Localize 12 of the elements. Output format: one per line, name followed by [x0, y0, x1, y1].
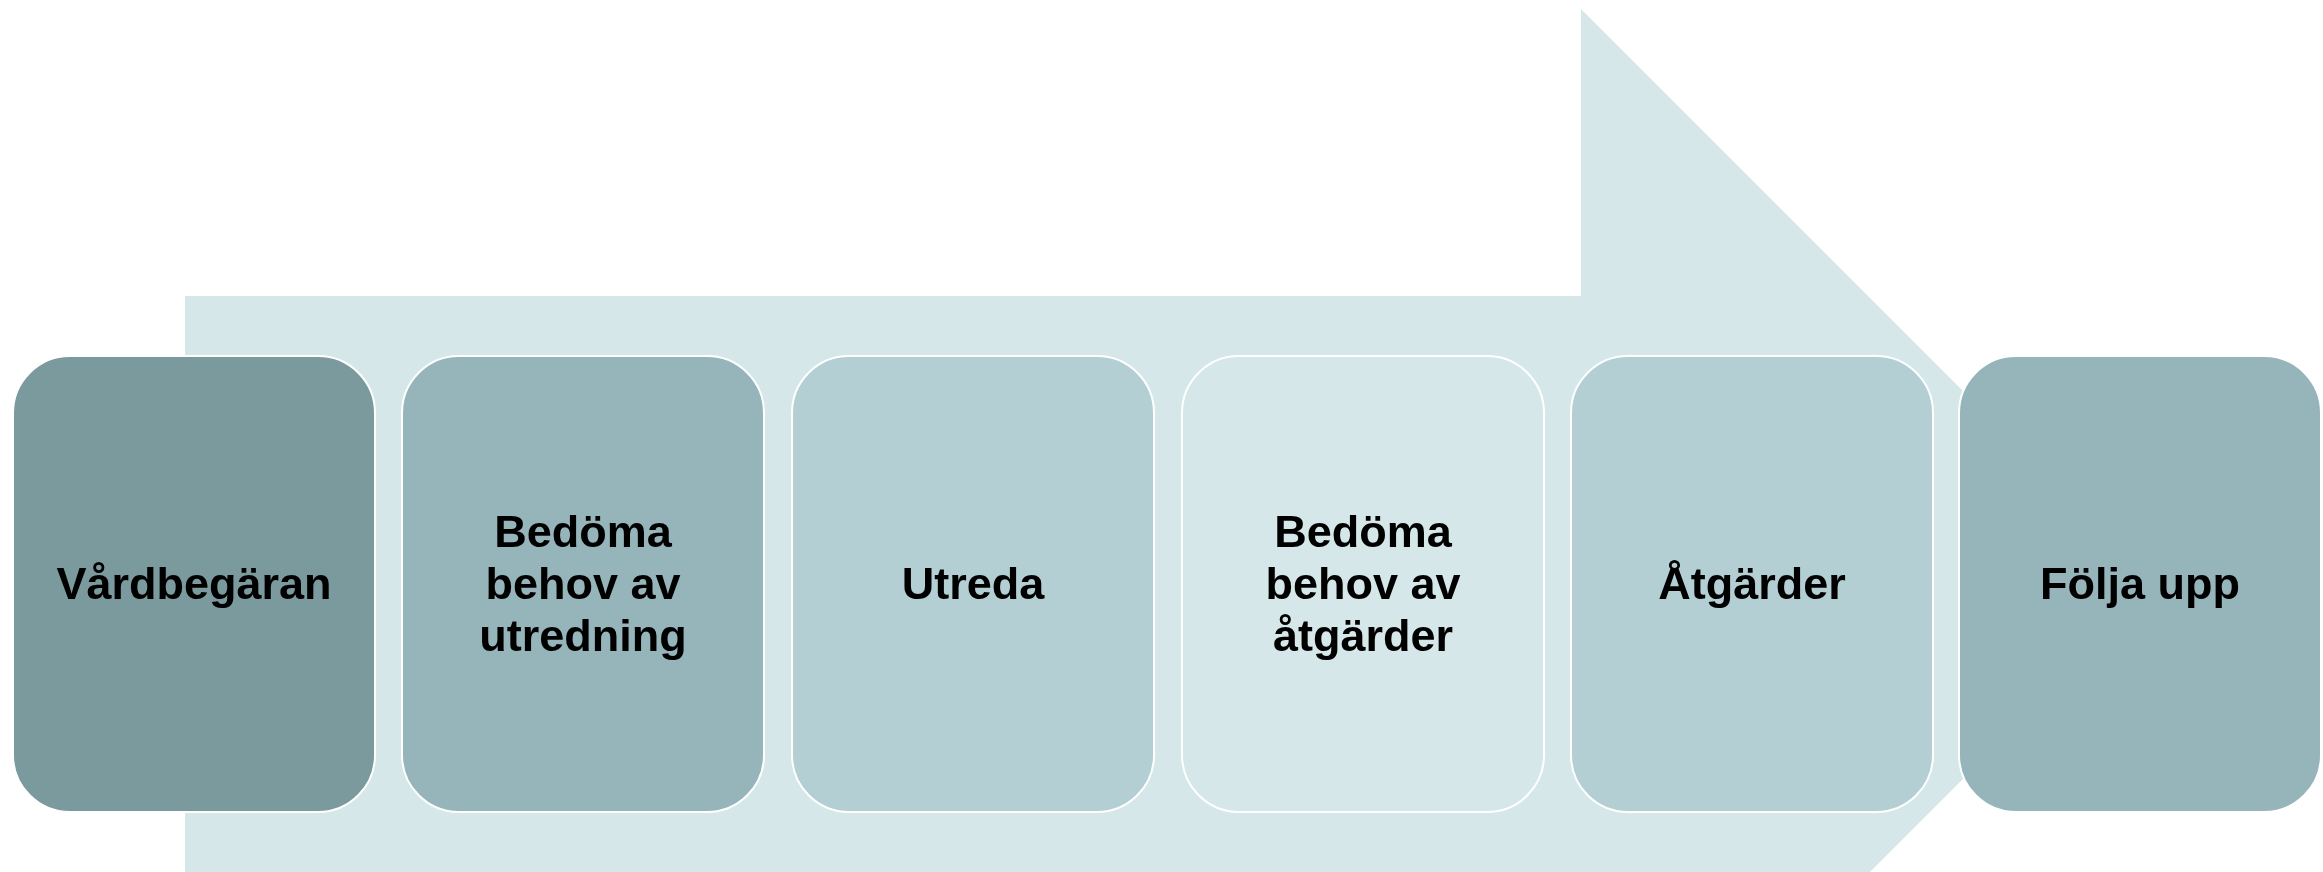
- step-label: Följa upp: [2040, 558, 2240, 610]
- process-box: [1570, 355, 1934, 813]
- process-box: [1181, 355, 1545, 813]
- step-label: Bedöma behov av åtgärder: [1264, 506, 1462, 662]
- process-box: [401, 355, 765, 813]
- process-box: [12, 355, 376, 813]
- step-label: Bedöma behov av utredning: [478, 506, 688, 662]
- step-label: Utreda: [901, 558, 1045, 610]
- process-box: [791, 355, 1155, 813]
- process-box: [1958, 355, 2322, 813]
- step-label: Åtgärder: [1658, 558, 1846, 610]
- step-label: Vårdbegäran: [56, 558, 332, 610]
